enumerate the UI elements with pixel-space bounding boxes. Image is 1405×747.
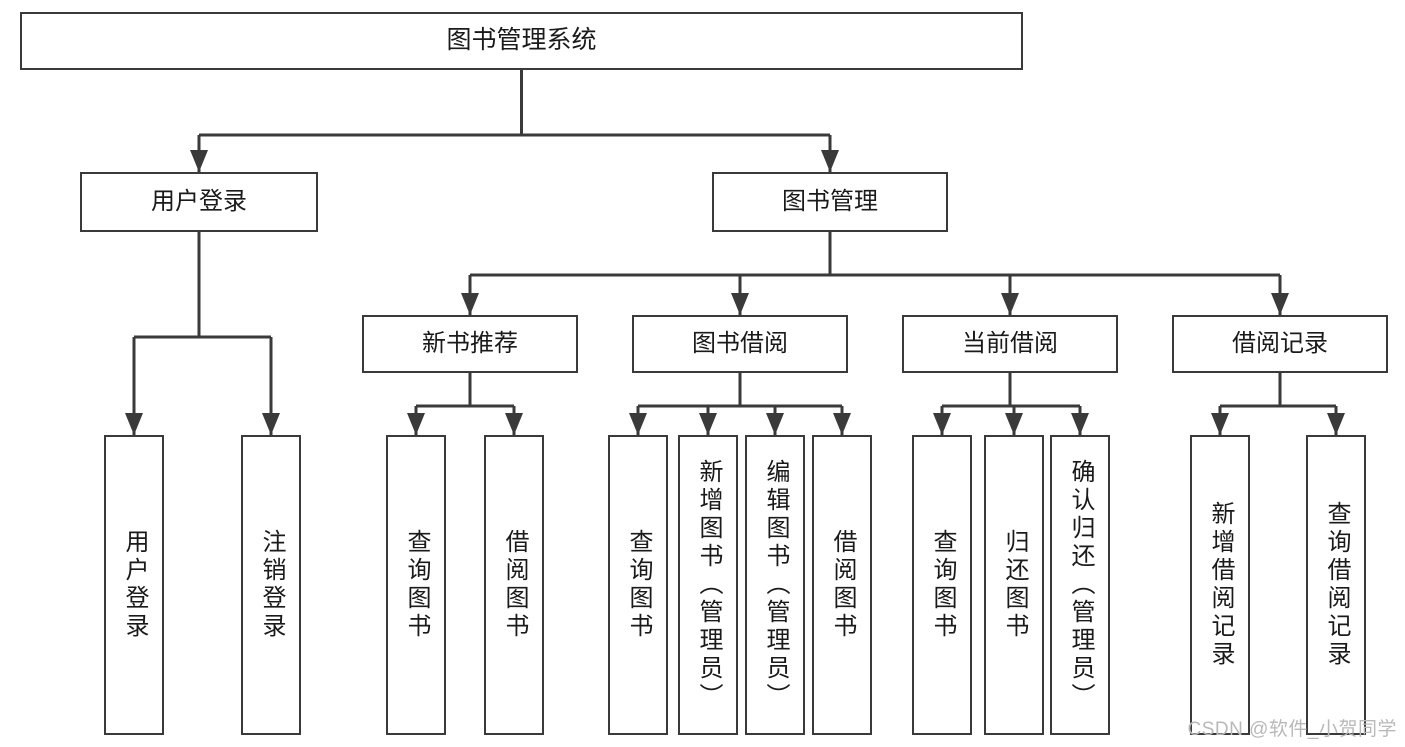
arrowhead-icon — [262, 413, 280, 435]
node-bookmgmt[interactable]: 图书管理 — [712, 172, 948, 232]
node-label-newrec: 新书推荐 — [422, 329, 518, 357]
node-l-confirm[interactable]: 确认归还（管理员） — [1050, 435, 1110, 735]
node-l-login[interactable]: 用户登录 — [104, 435, 164, 735]
arrowhead-icon — [125, 413, 143, 435]
node-l-qbook2[interactable]: 查询图书 — [608, 435, 668, 735]
arrowhead-icon — [190, 150, 208, 172]
node-label-l-addbook: 新增图书（管理员） — [695, 459, 722, 711]
node-label-l-confirm: 确认归还（管理员） — [1067, 459, 1094, 711]
arrowhead-icon — [731, 293, 749, 315]
node-newrec[interactable]: 新书推荐 — [362, 315, 578, 373]
node-label-l-bbook1: 借阅图书 — [501, 529, 528, 641]
node-label-l-qbook2: 查询图书 — [625, 529, 652, 641]
node-l-qrec[interactable]: 查询借阅记录 — [1306, 435, 1366, 735]
node-label-l-logout: 注销登录 — [258, 529, 285, 641]
node-label-bookmgmt: 图书管理 — [782, 187, 878, 215]
arrowhead-icon — [505, 413, 523, 435]
node-label-root: 图书管理系统 — [446, 26, 597, 55]
node-l-return[interactable]: 归还图书 — [984, 435, 1044, 735]
arrowhead-icon — [1001, 293, 1019, 315]
node-root[interactable]: 图书管理系统 — [20, 12, 1023, 70]
node-l-qbook3[interactable]: 查询图书 — [912, 435, 972, 735]
node-label-l-qbook3: 查询图书 — [929, 529, 956, 641]
arrowhead-icon — [1071, 413, 1089, 435]
arrowhead-icon — [699, 413, 717, 435]
arrowhead-icon — [1271, 293, 1289, 315]
arrowhead-icon — [933, 413, 951, 435]
arrowhead-icon — [1005, 413, 1023, 435]
node-l-qbook1[interactable]: 查询图书 — [386, 435, 446, 735]
arrowhead-icon — [766, 413, 784, 435]
arrowhead-icon — [629, 413, 647, 435]
node-label-l-qbook1: 查询图书 — [403, 529, 430, 641]
node-label-l-login: 用户登录 — [121, 529, 148, 641]
node-login[interactable]: 用户登录 — [80, 172, 318, 232]
arrowhead-icon — [407, 413, 425, 435]
node-label-l-qrec: 查询借阅记录 — [1323, 501, 1350, 669]
node-label-l-return: 归还图书 — [1001, 529, 1028, 641]
node-label-borrow: 图书借阅 — [692, 329, 788, 357]
node-l-addrec[interactable]: 新增借阅记录 — [1190, 435, 1250, 735]
node-l-editbook[interactable]: 编辑图书（管理员） — [745, 435, 805, 735]
node-l-addbook[interactable]: 新增图书（管理员） — [678, 435, 738, 735]
node-label-l-editbook: 编辑图书（管理员） — [762, 459, 789, 711]
node-borrow[interactable]: 图书借阅 — [632, 315, 848, 373]
arrowhead-icon — [821, 150, 839, 172]
node-label-l-bbook2: 借阅图书 — [829, 529, 856, 641]
node-records[interactable]: 借阅记录 — [1172, 315, 1388, 373]
watermark-label: CSDN @软件_小贺同学 — [1187, 719, 1397, 740]
node-l-bbook1[interactable]: 借阅图书 — [484, 435, 544, 735]
arrowhead-icon — [833, 413, 851, 435]
node-label-login: 用户登录 — [151, 187, 247, 215]
arrowhead-icon — [461, 293, 479, 315]
node-l-bbook2[interactable]: 借阅图书 — [812, 435, 872, 735]
node-label-l-addrec: 新增借阅记录 — [1207, 501, 1234, 669]
arrowhead-icon — [1211, 413, 1229, 435]
node-label-records: 借阅记录 — [1232, 329, 1328, 357]
arrowhead-icon — [1327, 413, 1345, 435]
node-label-current: 当前借阅 — [962, 329, 1058, 357]
node-current[interactable]: 当前借阅 — [902, 315, 1118, 373]
node-l-logout[interactable]: 注销登录 — [241, 435, 301, 735]
